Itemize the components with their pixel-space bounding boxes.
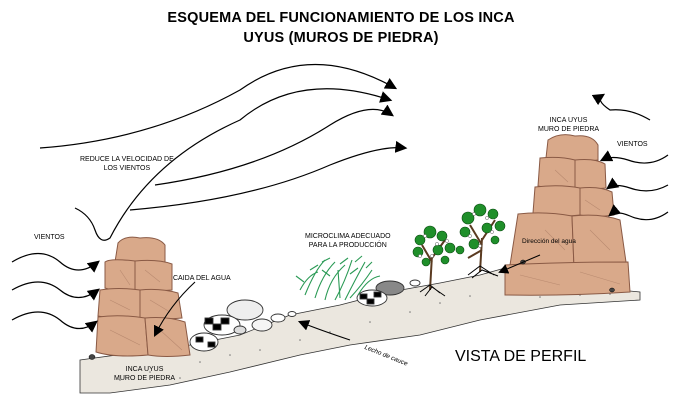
- label-inca-right-line-1: INCA UYUS: [549, 117, 588, 124]
- lecho-cauce-arrow: [297, 320, 351, 341]
- label-direccion-agua: Dirección del agua: [522, 238, 576, 245]
- wind-arrows-right: [591, 93, 669, 221]
- label-reduce-line-2: LOS VIENTOS: [103, 165, 151, 172]
- label-inca-uyus-left: INCA UYUS MURO DE PIEDRA: [114, 365, 175, 383]
- label-vista-perfil: VISTA DE PERFIL: [455, 348, 587, 365]
- label-vientos-right: VIENTOS: [617, 141, 648, 148]
- label-reduce-line-1: REDUCE LA VELOCIDAD DE: [80, 156, 174, 163]
- stone-wall-left: [95, 236, 191, 357]
- label-vientos-left: VIENTOS: [34, 234, 65, 241]
- diagram-title: ESQUEMA DEL FUNCIONAMIENTO DE LOS INCA U…: [0, 8, 682, 48]
- title-line-1: ESQUEMA DEL FUNCIONAMIENTO DE LOS INCA: [167, 10, 515, 26]
- shrubs-microclima: [295, 255, 381, 301]
- stone-wall-right-shadow: [519, 169, 621, 286]
- label-caida-agua: CAIDA DEL AGUA: [173, 275, 231, 282]
- label-inca-left-line-1: INCA UYUS: [125, 366, 164, 373]
- label-reduce-viento: REDUCE LA VELOCIDAD DE LOS VIENTOS: [80, 155, 174, 173]
- tree-right: [455, 203, 506, 279]
- stone-wall-right: [504, 134, 631, 296]
- label-microclima: MICROCLIMA ADECUADO PARA LA PRODUCCIÓN: [305, 232, 391, 250]
- boulders-middle: [356, 279, 421, 307]
- caida-agua-arrow: [154, 281, 196, 337]
- title-line-2: UYUS (MUROS DE PIEDRA): [243, 30, 439, 46]
- wind-deflected: [39, 63, 408, 241]
- boulders-left: [189, 299, 297, 352]
- label-inca-right-line-2: MURO DE PIEDRA: [538, 126, 600, 133]
- label-inca-uyus-right: INCA UYUS MURO DE PIEDRA: [538, 116, 599, 134]
- tree-middle: [412, 225, 456, 297]
- wind-arrows-left: [11, 252, 100, 333]
- ground-profile: [79, 267, 641, 394]
- stone-wall-left-shadow: [109, 269, 183, 351]
- label-microclima-line-2: PARA LA PRODUCCIÓN: [308, 242, 387, 249]
- label-microclima-line-1: MICROCLIMA ADECUADO: [305, 233, 391, 240]
- label-inca-left-line-2: MURO DE PIEDRA: [114, 375, 176, 382]
- direccion-agua-arrow: [498, 254, 541, 274]
